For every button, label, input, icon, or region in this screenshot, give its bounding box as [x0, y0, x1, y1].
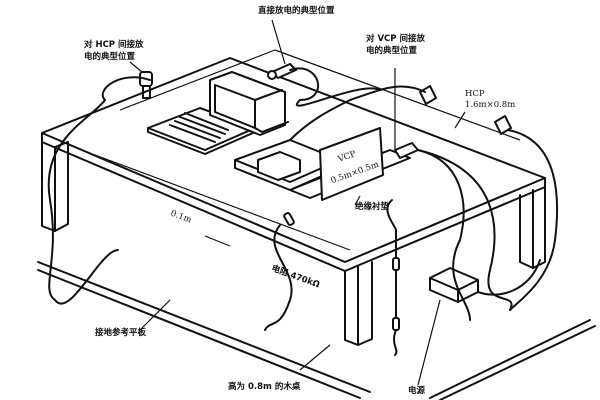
- label-ground-plane: 接地参考平板: [95, 328, 147, 338]
- label-power-supply: 电源: [408, 386, 426, 396]
- label-table: 高为 0.8m 的木桌: [228, 382, 301, 392]
- hcp-plate: [94, 49, 521, 251]
- label-direct-discharge: 直接放电的典型位置: [258, 6, 335, 16]
- label-hcp-indirect-2: 电的典型位置: [84, 52, 136, 62]
- esd-gun-direct: [267, 19, 297, 80]
- ground-plane-edges: [37, 261, 596, 400]
- vcp-plate: [319, 127, 384, 201]
- label-hcp-indirect-1: 对 HCP 间接放: [84, 40, 144, 50]
- label-vcp-indirect-2: 电的典型位置: [366, 46, 418, 56]
- eut-base-unit: [234, 139, 341, 191]
- cables: [47, 67, 559, 356]
- power-supply: [417, 267, 479, 386]
- label-hcp-size: 1.6m×0.8m: [465, 100, 516, 110]
- leader-lines: [139, 111, 466, 371]
- label-insulation-pad: 绝缘衬垫: [355, 202, 390, 212]
- label-vcp-indirect-1: 对 VCP 间接放: [366, 34, 425, 44]
- monitor: [209, 71, 289, 136]
- resistor-470k: [283, 212, 400, 331]
- label-hcp-name: HCP: [465, 89, 485, 99]
